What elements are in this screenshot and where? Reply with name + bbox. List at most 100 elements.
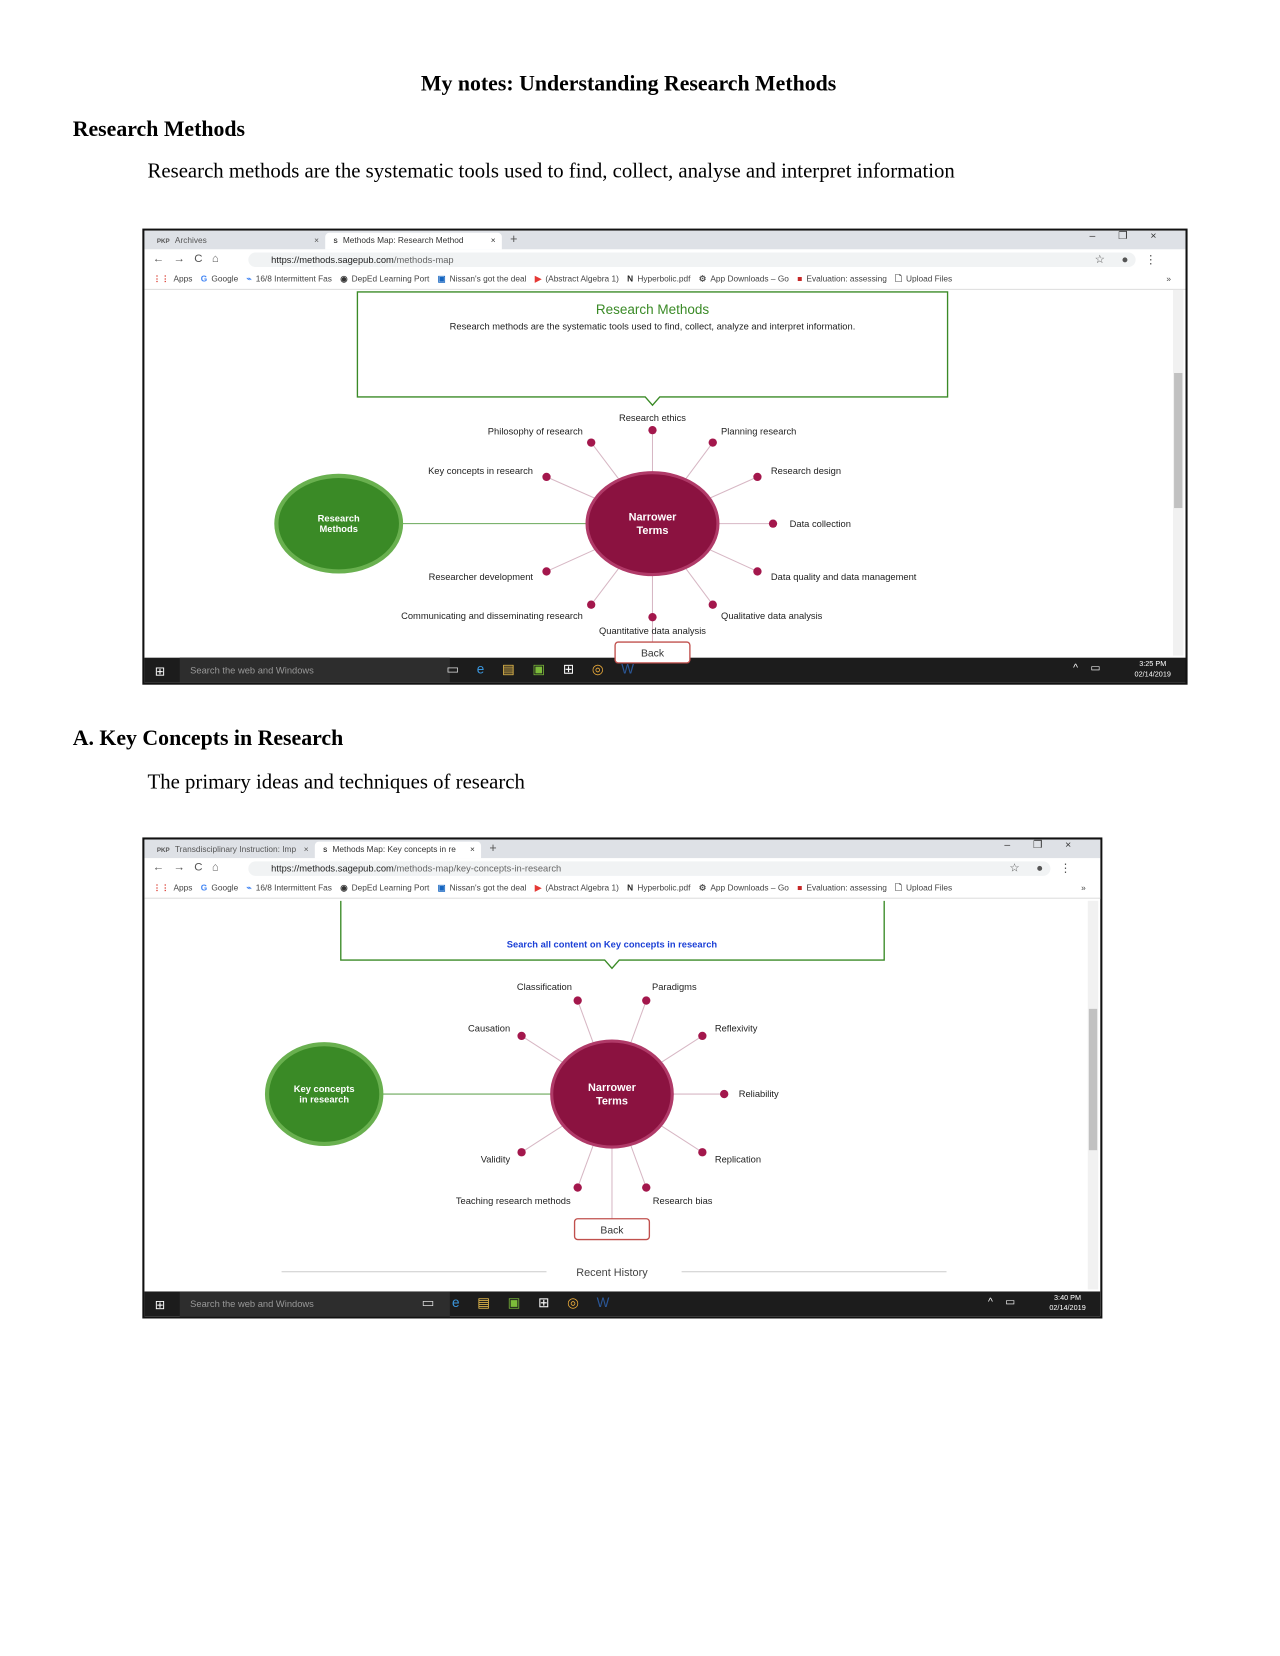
bookmark-item[interactable]: ⚙App Downloads – Go (699, 270, 789, 289)
edge-icon[interactable]: e (452, 1294, 478, 1311)
taskbar-app-icons[interactable]: ▭e▤▣⊞◎W (422, 1295, 627, 1312)
file-explorer-icon[interactable]: ▤ (477, 1294, 508, 1311)
term-dot[interactable] (573, 996, 582, 1005)
window-controls[interactable]: –❐× (1089, 230, 1180, 243)
term-dot[interactable] (768, 519, 778, 528)
store-icon[interactable]: ⊞ (562, 660, 592, 677)
term-link[interactable]: Planning research (721, 426, 796, 436)
chrome-icon[interactable]: ◎ (567, 1294, 597, 1311)
term-dot[interactable] (753, 567, 762, 576)
term-dot[interactable] (648, 613, 657, 622)
star-profile-menu-icons[interactable]: ☆●⋮ (1094, 253, 1174, 266)
taskbar-app-icons[interactable]: ▭e▤▣⊞◎W (446, 661, 651, 678)
term-dot[interactable] (542, 472, 551, 482)
term-dot[interactable] (642, 996, 651, 1005)
term-link[interactable]: Data quality and data management (771, 572, 917, 582)
bookmark-item[interactable]: ⋮⋮Apps (153, 270, 193, 289)
bookmark-item[interactable]: 🗋Upload Files (895, 270, 952, 289)
task-view-icon[interactable]: ▭ (421, 1294, 453, 1311)
term-link[interactable]: Quantitative data analysis (599, 626, 706, 636)
term-dot[interactable] (587, 600, 596, 609)
term-link[interactable]: Reliability (739, 1089, 779, 1099)
bookmark-item[interactable]: 🗋Upload Files (895, 879, 952, 898)
term-dot[interactable] (708, 600, 717, 609)
term-dot[interactable] (720, 1089, 729, 1099)
word-icon[interactable]: W (596, 1294, 627, 1311)
page-scrollbar[interactable] (1087, 900, 1099, 1290)
navigation-buttons[interactable]: ←→C⌂ (152, 252, 229, 265)
url-bar[interactable]: https://methods.sagepub.com/methods-map/… (248, 861, 1051, 876)
chrome-icon[interactable]: ◎ (591, 660, 622, 677)
term-link[interactable]: Teaching research methods (456, 1196, 571, 1206)
term-link[interactable]: Qualitative data analysis (721, 611, 823, 621)
term-link[interactable]: Key concepts in research (428, 466, 533, 476)
taskbar-search[interactable]: Search the web and Windows (179, 1291, 450, 1317)
back-button[interactable] (573, 1218, 651, 1241)
term-dot[interactable] (708, 438, 717, 447)
bookmark-item[interactable]: ▶(Abstract Algebra 1) (535, 270, 619, 289)
page-scrollbar[interactable] (1173, 289, 1184, 656)
photos-icon[interactable]: ▣ (507, 1294, 539, 1311)
bookmark-item[interactable]: ■Evaluation: assessing (797, 270, 887, 289)
term-link[interactable]: Research design (771, 466, 841, 476)
term-dot[interactable] (517, 1148, 526, 1157)
scrollbar-thumb[interactable] (1088, 1008, 1098, 1151)
term-dot[interactable] (698, 1031, 707, 1041)
term-dot[interactable] (642, 1183, 651, 1192)
term-link[interactable]: Validity (481, 1155, 511, 1165)
scrollbar-thumb[interactable] (1174, 373, 1183, 509)
tab-close-icon[interactable]: × (490, 235, 496, 246)
url-bar[interactable]: https://methods.sagepub.com/methods-map (248, 252, 1136, 268)
term-dot[interactable] (517, 1031, 526, 1041)
back-button[interactable] (614, 641, 691, 664)
task-view-icon[interactable]: ▭ (446, 660, 477, 677)
term-link[interactable]: Classification (517, 982, 572, 992)
search-all-content-link[interactable]: Search all content on Key concepts in re… (507, 940, 718, 950)
bookmark-item[interactable]: ⚙App Downloads – Go (699, 879, 789, 898)
new-tab-button[interactable]: + (510, 231, 518, 247)
term-link[interactable]: Researcher development (429, 572, 534, 582)
taskbar-search[interactable]: Search the web and Windows (179, 657, 450, 683)
bookmark-item[interactable]: ⌁16/8 Intermittent Fas (247, 879, 332, 898)
window-controls[interactable]: –❐× (1004, 839, 1095, 851)
term-link[interactable]: Replication (715, 1155, 761, 1165)
system-tray-icons[interactable]: ^▭ (1073, 662, 1113, 675)
new-tab-button[interactable]: + (489, 840, 497, 856)
term-link[interactable]: Philosophy of research (488, 426, 583, 436)
term-dot[interactable] (573, 1183, 582, 1192)
bookmark-item[interactable]: ⌁16/8 Intermittent Fas (247, 270, 332, 289)
navigation-buttons[interactable]: ←→C⌂ (152, 861, 229, 874)
bookmark-item[interactable]: ▶(Abstract Algebra 1) (535, 879, 619, 898)
main-topic-node[interactable] (274, 473, 404, 574)
star-profile-menu-icons[interactable]: ☆●⋮ (1009, 862, 1088, 875)
term-link[interactable]: Research bias (653, 1196, 713, 1206)
bookmark-item[interactable]: ■Evaluation: assessing (797, 879, 887, 898)
tab-close-icon[interactable]: × (303, 844, 309, 855)
term-dot[interactable] (698, 1148, 707, 1157)
bookmark-item[interactable]: ◉DepEd Learning Port (340, 270, 429, 289)
term-link[interactable]: Research ethics (619, 413, 686, 423)
term-dot[interactable] (753, 472, 762, 482)
bookmark-item[interactable]: ◉DepEd Learning Port (340, 879, 429, 898)
bookmark-item[interactable]: ▣Nissan's got the deal (438, 879, 527, 898)
main-topic-node[interactable] (264, 1042, 384, 1147)
term-link[interactable]: Communicating and disseminating research (401, 611, 583, 621)
bookmarks-overflow-icon[interactable]: » (1081, 883, 1086, 893)
photos-icon[interactable]: ▣ (532, 660, 563, 677)
tab-close-icon[interactable]: × (469, 844, 475, 855)
store-icon[interactable]: ⊞ (538, 1294, 568, 1311)
term-link[interactable]: Data collection (790, 519, 851, 529)
windows-start-icon[interactable]: ⊞ (154, 663, 166, 679)
bookmark-item[interactable]: ⋮⋮Apps (153, 879, 193, 898)
term-dot[interactable] (542, 567, 551, 576)
tab-close-icon[interactable]: × (314, 235, 319, 246)
